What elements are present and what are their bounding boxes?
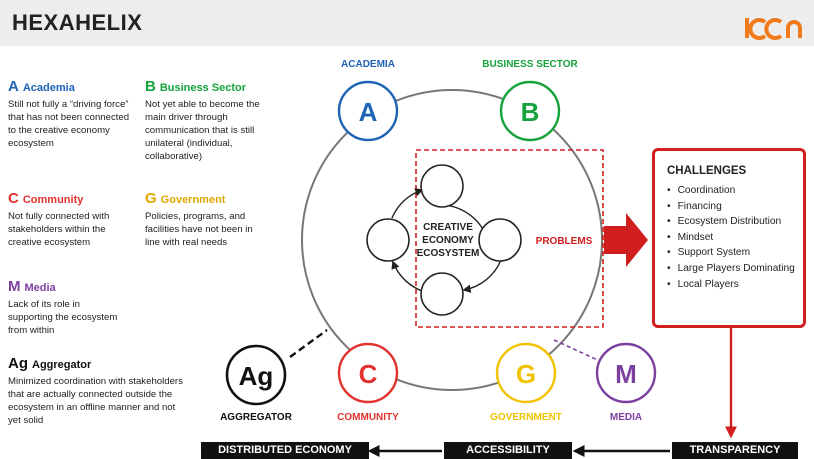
- aggregator-text: Minimized coordination with stakeholders…: [8, 376, 183, 426]
- business-node-letter: B: [521, 97, 540, 127]
- business-node-label: BUSINESS SECTOR: [482, 59, 578, 70]
- problems-box: [415, 149, 604, 328]
- aggregator-connector: [289, 329, 328, 358]
- aggregator-node-letter: Ag: [239, 361, 274, 391]
- government-node: [495, 342, 557, 404]
- community-node: [337, 342, 399, 404]
- aggregator-description: Ag Aggregator Minimized coordination with…: [8, 355, 183, 427]
- distributed-economy-bar: DISTRIBUTED ECONOMY: [201, 442, 369, 459]
- iccn-logo: [745, 18, 802, 40]
- academia-node: [337, 80, 399, 142]
- helix-ring: [301, 89, 603, 391]
- community-name: Community: [22, 194, 84, 206]
- media-letter: M: [8, 278, 21, 295]
- media-node: [595, 342, 657, 404]
- challenges-box: CHALLENGES Coordination Financing Ecosys…: [652, 148, 806, 328]
- business-name: Business Sector: [159, 82, 247, 94]
- challenge-item: Local Players: [667, 277, 803, 293]
- challenges-title: CHALLENGES: [667, 165, 747, 177]
- community-node-label: COMMUNITY: [337, 412, 399, 423]
- aggregator-letter: Ag: [8, 355, 28, 372]
- ecosystem-label-2: ECONOMY: [422, 235, 474, 246]
- ecosystem-label-1: CREATIVE: [423, 222, 473, 233]
- government-text: Policies, programs, and facilities have …: [145, 211, 253, 248]
- challenge-item: Large Players Dominating: [667, 261, 803, 277]
- challenges-list: Coordination Financing Ecosystem Distrib…: [655, 183, 803, 292]
- problems-to-challenges-arrow: [604, 213, 648, 267]
- ecosystem-label-3: ECOSYSTEM: [417, 248, 480, 259]
- academia-name: Academia: [22, 82, 75, 94]
- community-node-letter: C: [359, 359, 378, 389]
- challenge-item: Support System: [667, 245, 803, 261]
- challenge-item: Ecosystem Distribution: [667, 214, 803, 230]
- page-title: HEXAHELIX: [12, 10, 143, 35]
- media-name: Media: [24, 282, 56, 294]
- transparency-bar: TRANSPARENCY: [672, 442, 798, 459]
- accessibility-bar: ACCESSIBILITY: [444, 442, 572, 459]
- aggregator-name: Aggregator: [32, 359, 92, 371]
- aggregator-node: [225, 344, 287, 406]
- business-letter: B: [145, 78, 156, 95]
- business-node: [499, 80, 561, 142]
- business-text: Not yet able to become the main driver t…: [145, 99, 260, 162]
- media-connector: [553, 339, 603, 363]
- community-letter: C: [8, 190, 19, 207]
- academia-text: Still not fully a “driving force” that h…: [8, 99, 130, 149]
- challenge-item: Coordination: [667, 183, 803, 199]
- community-text: Not fully connected with stakeholders wi…: [8, 211, 110, 248]
- government-node-letter: G: [516, 359, 536, 389]
- academia-node-letter: A: [359, 97, 378, 127]
- government-node-label: GOVERNMENT: [490, 412, 562, 423]
- media-node-letter: M: [615, 359, 637, 389]
- government-name: Government: [160, 194, 226, 206]
- media-text: Lack of its role in supporting the ecosy…: [8, 299, 118, 336]
- ecosystem-cycle: [366, 164, 522, 316]
- challenge-item: Financing: [667, 199, 803, 215]
- academia-letter: A: [8, 78, 19, 95]
- academia-node-label: ACADEMIA: [341, 59, 395, 70]
- aggregator-node-label: AGGREGATOR: [220, 412, 293, 423]
- government-letter: G: [145, 190, 157, 207]
- problems-label: PROBLEMS: [536, 236, 593, 247]
- header-bar: [0, 0, 814, 46]
- challenge-item: Mindset: [667, 230, 803, 246]
- media-node-label: MEDIA: [610, 412, 642, 423]
